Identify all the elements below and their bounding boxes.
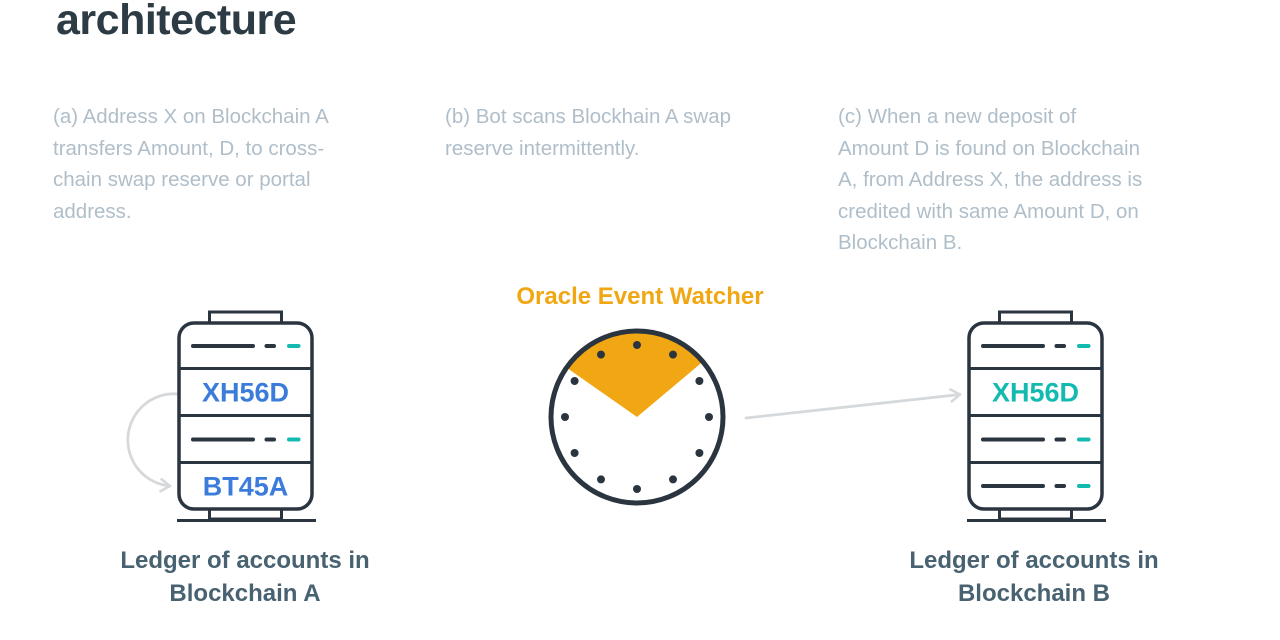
clock-rim [548,328,726,506]
ledger-b-address-1: XH56D [992,378,1079,408]
page-title: architecture [56,0,297,44]
transfer-curved-arrow-icon [126,392,180,493]
ledger-a-address-1: XH56D [202,378,289,408]
ledger-a-address-2: BT45A [203,472,289,502]
server-b-icon: XH56D [967,310,1106,522]
server-a-icon: XH56D BT45A [177,310,316,522]
step-a-description: (a) Address X on Blockchain A transfers … [53,105,329,223]
step-c-description: (c) When a new deposit of Amount D is fo… [838,105,1143,254]
ledger-b-caption: Ledger of accounts in Blockchain B [909,547,1159,607]
oracle-clock-icon [548,328,726,506]
credit-straight-arrow-icon [744,388,962,420]
oracle-event-watcher-label: Oracle Event Watcher [516,283,764,310]
ledger-a-caption: Ledger of accounts in Blockchain A [120,547,370,607]
clock-tick-dots [561,341,713,493]
step-b-description: (b) Bot scans Blockhain A swap reserve i… [445,105,732,160]
